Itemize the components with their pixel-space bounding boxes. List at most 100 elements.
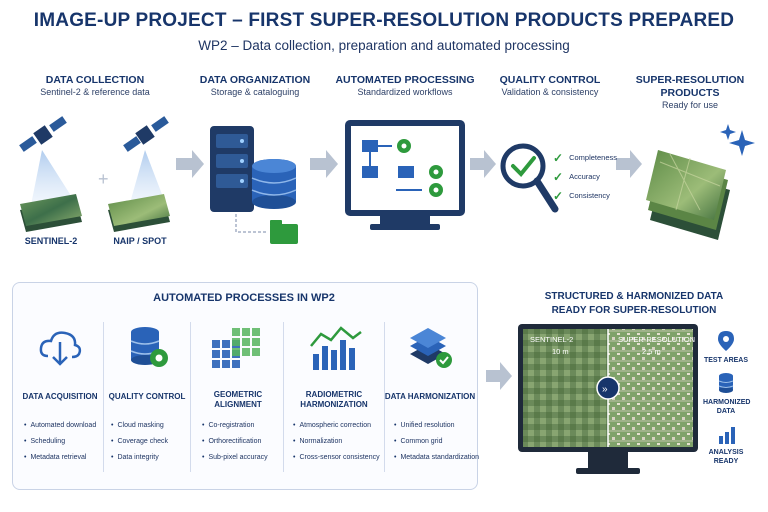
sentinel-tile-icon (20, 194, 82, 232)
stage-subtitle: Standardized workflows (357, 87, 453, 97)
qc-label: Accuracy (569, 172, 600, 181)
process-title: GEOMETRIC ALIGNMENT (213, 390, 263, 409)
stage-title: QUALITY CONTROL (499, 74, 601, 86)
list-item: Metadata standardization (394, 450, 479, 466)
lowres-resolution: 10 m (552, 347, 569, 356)
process-items: Unified resolution Common grid Metadata … (394, 418, 479, 466)
map-pin-icon (718, 331, 734, 351)
panel-title: AUTOMATED PROCESSES IN WP2 (153, 292, 335, 304)
process-items: Atmospheric correction Normalization Cro… (293, 418, 380, 466)
source-label-sentinel: SENTINEL-2 (24, 236, 78, 246)
flow-arrow (486, 362, 512, 390)
process-radiometric-harmonization: RADIOMETRIC HARMONIZATION Atmospheric co… (283, 318, 385, 476)
monitor-workflow-icon (345, 120, 465, 230)
list-item: Co-registration (202, 418, 268, 434)
qc-item: ✓ Consistency (553, 186, 617, 205)
plus-sign: + (98, 169, 109, 189)
stage-subtitle: Validation & consistency (501, 87, 599, 97)
flow-arrow (470, 150, 496, 178)
stage-title: SUPER-RESOLUTION PRODUCTS (635, 74, 745, 99)
process-items: Co-registration Orthorectification Sub-p… (202, 418, 268, 466)
divider (384, 322, 385, 472)
folder-icon (270, 220, 298, 244)
page-subtitle: WP2 – Data collection, preparation and a… (198, 38, 570, 53)
check-icon: ✓ (553, 150, 564, 165)
database-gear-icon (130, 327, 168, 367)
list-item: Metadata retrieval (24, 450, 96, 466)
satellite-icon (19, 116, 80, 210)
divider (283, 322, 284, 472)
layers-check-icon (410, 328, 452, 368)
list-item: Normalization (293, 434, 380, 450)
process-items: Cloud masking Coverage check Data integr… (111, 418, 168, 466)
process-quality-control: QUALITY CONTROL Cloud masking Coverage c… (101, 318, 193, 476)
bar-chart-icon (310, 326, 362, 370)
side-label: ANALYSIS READY (708, 449, 744, 465)
check-icon: ✓ (553, 169, 564, 184)
process-geometric-alignment: GEOMETRIC ALIGNMENT Co-registration Orth… (192, 318, 284, 476)
check-icon: ✓ (553, 188, 564, 203)
comparison-monitor: » (518, 324, 698, 474)
qc-item: ✓ Accuracy (553, 167, 617, 186)
pipeline-illustration: + (19, 116, 755, 244)
flow-arrow (176, 150, 204, 178)
stage-automated-processing: AUTOMATED PROCESSING Standardized workfl… (335, 74, 475, 97)
side-label: TEST AREAS (703, 357, 749, 364)
list-item: Scheduling (24, 434, 96, 450)
list-item: Coverage check (111, 434, 168, 450)
stage-subtitle: Storage & cataloguing (210, 87, 300, 97)
naip-tile-icon (108, 194, 170, 232)
list-item: Orthorectification (202, 434, 268, 450)
list-item: Data integrity (111, 450, 168, 466)
chevron-right-icon: » (602, 384, 608, 395)
flow-arrow (616, 150, 642, 178)
process-items: Automated download Scheduling Metadata r… (24, 418, 96, 466)
compare-slider-handle[interactable] (596, 376, 620, 400)
process-data-harmonization: DATA HARMONIZATION Unified resolution Co… (384, 318, 479, 476)
sparkle-icon (720, 124, 755, 156)
stage-subtitle: Sentinel-2 & reference data (40, 87, 150, 97)
list-item: Cloud masking (111, 418, 168, 434)
page-title: IMAGE-UP PROJECT – FIRST SUPER-RESOLUTIO… (33, 10, 735, 31)
lowres-image (523, 329, 608, 447)
stage-title: AUTOMATED PROCESSING (335, 74, 475, 86)
list-item: Automated download (24, 418, 96, 434)
list-item: Unified resolution (394, 418, 479, 434)
qc-item: ✓ Completeness (553, 148, 617, 167)
flow-arrow (310, 150, 338, 178)
qc-label: Consistency (569, 191, 610, 200)
list-item: Cross-sensor consistency (293, 450, 379, 466)
hires-resolution: 2.5 m (642, 347, 661, 356)
database-icon (718, 373, 734, 393)
stage-title: DATA COLLECTION (45, 74, 145, 86)
process-title: DATA HARMONIZATION (384, 392, 476, 401)
process-title: RADIOMETRIC HARMONIZATION (300, 390, 368, 409)
stage-super-resolution-products: SUPER-RESOLUTION PRODUCTS Ready for use (620, 74, 760, 110)
list-item: Atmospheric correction (293, 418, 380, 434)
stage-subtitle: Ready for use (661, 100, 719, 110)
stage-data-organization: DATA ORGANIZATION Storage & cataloguing (190, 74, 320, 97)
hires-image (608, 329, 693, 447)
process-title: QUALITY CONTROL (108, 392, 186, 401)
bar-chart-icon (719, 427, 735, 444)
divider (190, 322, 191, 472)
server-icon (210, 126, 254, 212)
super-resolution-tiles-icon (646, 150, 730, 240)
process-title: DATA ACQUISITION (22, 392, 98, 401)
stage-data-collection: DATA COLLECTION Sentinel-2 & reference d… (30, 74, 160, 97)
stage-quality-control: QUALITY CONTROL Validation & consistency (485, 74, 615, 97)
database-icon (251, 159, 297, 209)
hires-label: SUPER-RESOLUTION (618, 335, 696, 344)
list-item: Sub-pixel accuracy (202, 450, 267, 466)
grid-overlay-icon (212, 328, 260, 368)
source-label-naip: NAIP / SPOT (113, 236, 167, 246)
satellite-icon (123, 116, 169, 210)
magnifier-check-icon (500, 143, 559, 213)
qc-label: Completeness (569, 153, 618, 162)
process-data-acquisition: DATA ACQUISITION Automated download Sche… (14, 318, 106, 476)
side-label: HARMONIZED DATA (703, 399, 751, 415)
result-title: STRUCTURED & HARMONIZED DATA READY FOR S… (544, 291, 724, 316)
list-item: Common grid (394, 434, 479, 450)
lowres-label: SENTINEL-2 (530, 335, 574, 344)
qc-checklist: ✓ Completeness ✓ Accuracy ✓ Consistency (553, 148, 617, 205)
